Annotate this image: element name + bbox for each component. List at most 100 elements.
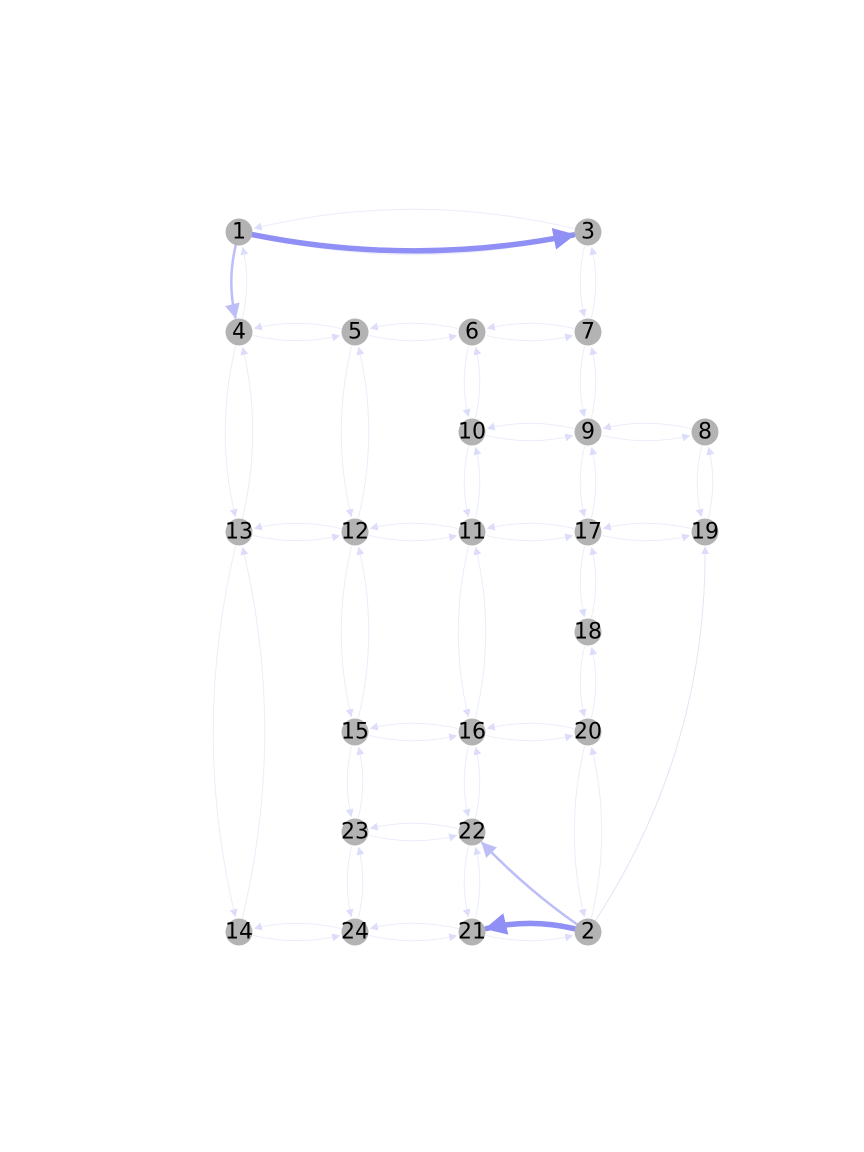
node-label: 17: [574, 520, 602, 545]
faint-edge-layer: [212, 208, 715, 942]
node-circle: [691, 518, 719, 546]
node-circle: [574, 618, 602, 646]
node-22: 22: [458, 818, 486, 846]
node-20: 20: [574, 718, 602, 746]
node-circle: [574, 518, 602, 546]
faint-edge-6-7: [485, 333, 574, 342]
faint-edge-14-24: [252, 933, 341, 942]
node-circle: [458, 818, 486, 846]
faint-edge-11-17: [485, 533, 574, 542]
node-label: 2: [581, 920, 595, 945]
faint-edge-20-16: [486, 722, 575, 731]
node-circle: [225, 218, 253, 246]
node-label: 6: [465, 320, 479, 345]
faint-edge-9-10: [486, 422, 575, 431]
faint-edge-11-12: [369, 522, 459, 531]
node-8: 8: [691, 418, 719, 446]
faint-edge-19-17: [602, 522, 692, 531]
node-18: 18: [574, 618, 602, 646]
faint-edge-22-21: [462, 845, 471, 918]
faint-edge-14-13: [240, 546, 266, 919]
node-10: 10: [458, 418, 486, 446]
node-circle: [458, 918, 486, 946]
faint-edge-23-22: [368, 833, 458, 842]
faint-edge-15-23: [345, 745, 354, 818]
faint-edge-15-16: [368, 733, 458, 742]
node-circle: [458, 418, 486, 446]
faint-edge-21-24: [369, 922, 459, 931]
node-label: 21: [458, 920, 486, 945]
faint-edge-11-16: [457, 545, 471, 718]
faint-edge-24-23: [356, 846, 365, 919]
faint-edge-7-6: [486, 322, 575, 331]
faint-edge-16-11: [473, 546, 487, 719]
node-7: 7: [574, 318, 602, 346]
faint-edge-12-5: [356, 346, 370, 519]
faint-edge-17-18: [578, 545, 587, 618]
faint-edge-23-15: [356, 746, 365, 819]
faint-edge-13-4: [240, 346, 254, 519]
edge-2-19: [595, 546, 710, 921]
node-label: 5: [348, 320, 362, 345]
node-circle: [225, 918, 253, 946]
node-label: 18: [574, 620, 602, 645]
edge-layer: [225, 227, 710, 935]
node-15: 15: [341, 718, 369, 746]
faint-edge-4-13: [224, 345, 238, 518]
node-circle: [341, 718, 369, 746]
node-label: 4: [232, 320, 246, 345]
faint-edge-9-8: [601, 433, 691, 442]
node-circle: [458, 718, 486, 746]
faint-edge-24-14: [253, 922, 342, 931]
node-circle: [691, 418, 719, 446]
faint-edge-22-16: [473, 746, 482, 819]
faint-edge-3-1: [253, 208, 575, 231]
faint-edge-24-21: [368, 933, 458, 942]
node-label: 13: [225, 520, 253, 545]
faint-edge-5-12: [340, 345, 354, 518]
node-circle: [574, 218, 602, 246]
node-6: 6: [458, 318, 486, 346]
faint-edge-6-10: [462, 345, 471, 418]
faint-edge-18-20: [578, 645, 587, 718]
faint-edge-7-3: [589, 246, 598, 319]
faint-edge-2-20: [589, 746, 603, 919]
node-9: 9: [574, 418, 602, 446]
faint-edge-9-17: [578, 445, 587, 518]
faint-edge-9-7: [589, 346, 598, 419]
node-4: 4: [225, 318, 253, 346]
node-label: 11: [458, 520, 486, 545]
node-label: 10: [458, 420, 486, 445]
node-16: 16: [458, 718, 486, 746]
node-21: 21: [458, 918, 486, 946]
node-label: 9: [581, 420, 595, 445]
faint-edge-23-24: [345, 845, 354, 918]
node-label: 22: [458, 820, 486, 845]
node-circle: [574, 718, 602, 746]
node-13: 13: [225, 518, 253, 546]
node-label: 14: [225, 920, 253, 945]
faint-edge-12-13: [253, 522, 342, 531]
faint-edge-8-9: [602, 422, 692, 431]
faint-edge-19-8: [706, 446, 715, 519]
faint-edge-10-9: [485, 433, 574, 442]
faint-edge-16-15: [369, 722, 459, 731]
faint-edge-16-20: [485, 733, 574, 742]
node-label: 7: [581, 320, 595, 345]
faint-edge-5-4: [253, 322, 342, 331]
node-circle: [458, 518, 486, 546]
node-14: 14: [225, 918, 253, 946]
node-label: 12: [341, 520, 369, 545]
faint-edge-17-11: [486, 522, 575, 531]
node-circle: [341, 918, 369, 946]
node-label: 19: [691, 520, 719, 545]
faint-edge-7-9: [578, 345, 587, 418]
faint-edge-8-19: [695, 445, 704, 518]
faint-edge-10-11: [462, 445, 471, 518]
edge-1-3: [249, 227, 577, 254]
node-label: 20: [574, 720, 602, 745]
edge-1-4: [225, 244, 240, 319]
faint-edge-15-12: [356, 546, 370, 719]
node-label: 8: [698, 420, 712, 445]
node-1: 1: [225, 218, 253, 246]
